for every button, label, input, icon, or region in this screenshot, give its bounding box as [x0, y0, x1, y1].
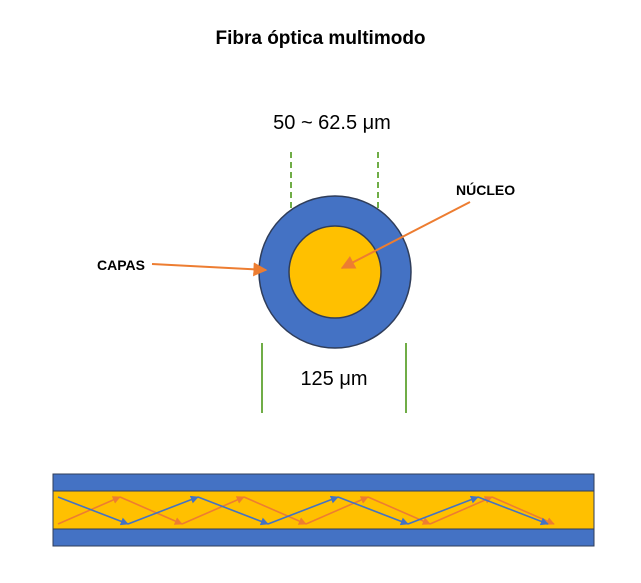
blue-ray-segment: [197, 496, 269, 526]
diagram-title: Fibra óptica multimodo: [215, 28, 426, 49]
orange-ray-segment: [119, 496, 183, 525]
light-rays: [57, 495, 555, 526]
blue-ray-segment: [407, 495, 479, 525]
orange-ray-segment: [57, 496, 121, 525]
orange-ray-segment: [243, 496, 307, 525]
orange-ray-segment: [429, 496, 493, 525]
blue-ray-segment: [477, 496, 549, 526]
core-diameter-label: 50 ~ 62.5 μm: [273, 112, 391, 134]
blue-ray-segment: [57, 496, 129, 526]
cladding-diameter-label: 125 μm: [300, 368, 368, 390]
core-pointer-arrow: [340, 201, 471, 269]
core-label: NÚCLEO: [456, 182, 516, 198]
fiber-core-strip: [52, 490, 595, 530]
blue-ray-segment: [127, 495, 199, 525]
orange-ray-segment: [181, 496, 245, 525]
core-circle: [288, 225, 382, 319]
orange-ray-segment: [305, 496, 369, 525]
cladding-pointer-arrow: [151, 262, 268, 277]
blue-ray-segment: [267, 495, 339, 525]
cladding-label: CAPAS: [97, 257, 145, 273]
blue-ray-segment: [337, 496, 409, 526]
